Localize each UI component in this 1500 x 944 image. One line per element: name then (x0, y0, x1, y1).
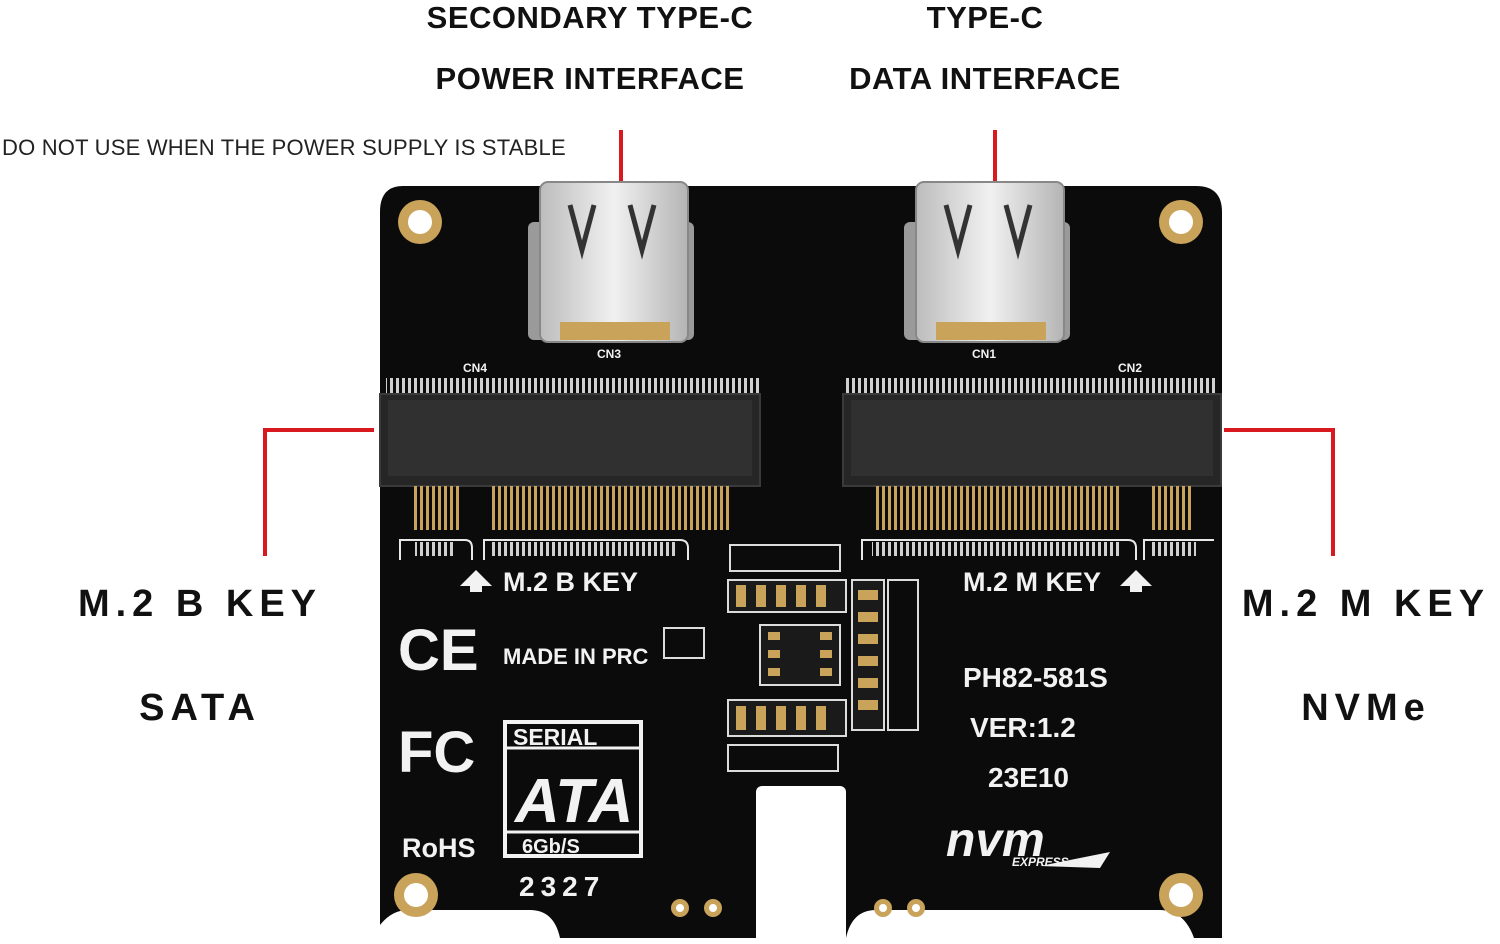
model-number: PH82-581S (963, 662, 1108, 693)
right-leader-line (1224, 428, 1335, 556)
sata-logo-top: SERIAL (513, 724, 597, 750)
serial-number: 2327 (519, 871, 605, 902)
date-code: 23E10 (988, 762, 1069, 793)
pcb-board (380, 186, 1222, 938)
power-interface-title: SECONDARY TYPE-C (426, 0, 754, 35)
mounting-holes (394, 200, 1203, 917)
usb-c-data-port (904, 181, 1070, 343)
made-in-label: MADE IN PRC (503, 644, 649, 669)
ce-mark: CE (398, 618, 479, 683)
cn2-label: CN2 (1118, 361, 1142, 375)
nvme-logo: nvm EXPRESS (946, 814, 1110, 869)
usb-c-power-port (528, 181, 694, 343)
cn3-label: CN3 (597, 347, 621, 361)
nvm-logo-text: nvm (946, 814, 1045, 867)
left-slot-protocol: SATA (139, 687, 261, 729)
smd-components (663, 544, 919, 772)
cn1-label: CN1 (972, 347, 996, 361)
power-interface-subtitle: POWER INTERFACE (435, 61, 745, 96)
silk-m-key-label: M.2 M KEY (963, 567, 1101, 597)
rohs-label: RoHS (402, 833, 476, 863)
sata-logo-mid: ATA (513, 767, 633, 836)
left-leader-line (263, 428, 374, 556)
power-interface-note: DO NOT USE WHEN THE POWER SUPPLY IS STAB… (2, 135, 566, 160)
cn4-label: CN4 (463, 361, 487, 375)
data-interface-title: TYPE-C (926, 0, 1044, 35)
right-slot-protocol: NVMe (1301, 687, 1431, 729)
leader-lines (263, 130, 1335, 556)
b-key-arrow-icon (460, 570, 492, 592)
m2-m-key-slot (842, 378, 1222, 560)
left-slot-title: M.2 B KEY (77, 583, 323, 625)
right-slot-title: M.2 M KEY (1241, 583, 1491, 625)
data-interface-subtitle: DATA INTERFACE (849, 61, 1121, 96)
sata-logo: SERIAL ATA 6Gb/S (503, 720, 643, 858)
sata-logo-bottom: 6Gb/S (522, 836, 580, 858)
m-key-arrow-icon (1120, 570, 1152, 592)
version-label: VER:1.2 (970, 712, 1076, 743)
m2-b-key-slot (379, 378, 761, 560)
silk-b-key-label: M.2 B KEY (503, 567, 638, 597)
fc-mark: FC (398, 720, 475, 785)
